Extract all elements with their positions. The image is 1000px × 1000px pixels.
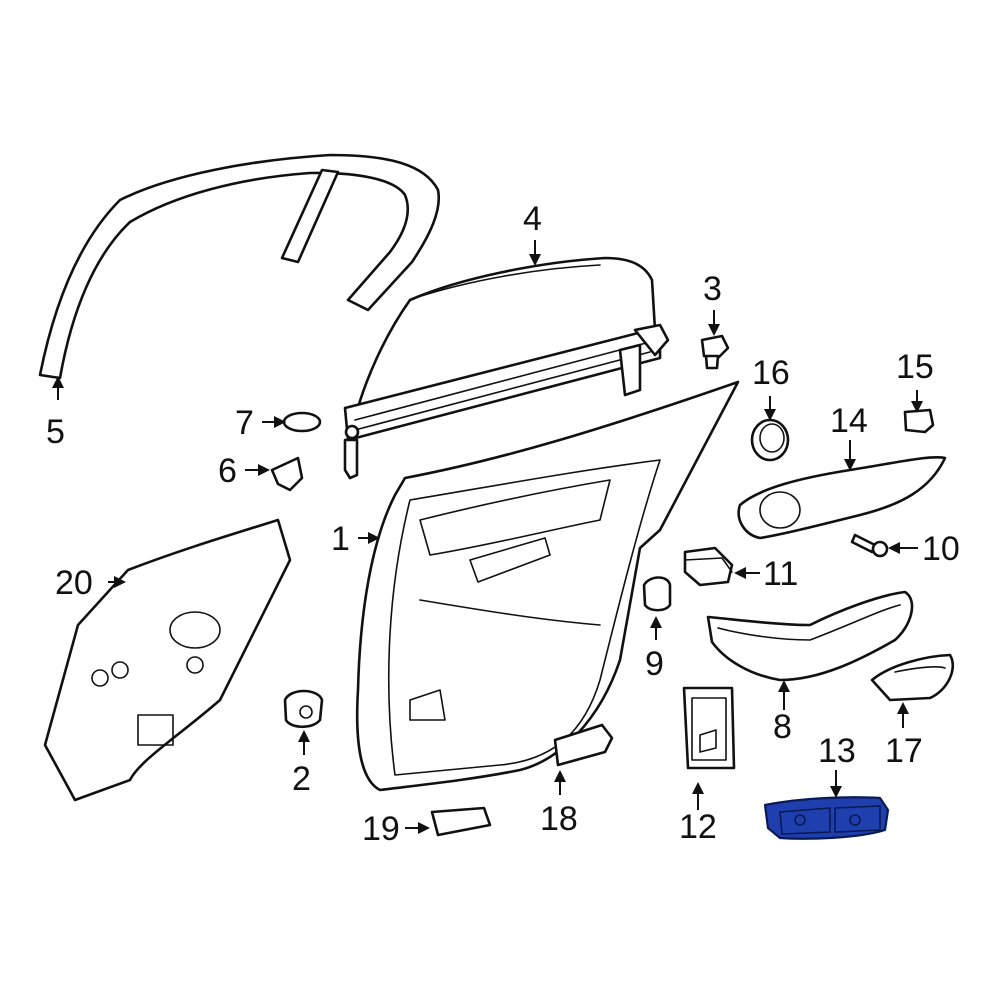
callout-15: 15	[896, 348, 934, 386]
callout-13: 13	[818, 732, 856, 770]
callout-14: 14	[830, 402, 868, 440]
part-3-clip[interactable]	[700, 334, 730, 370]
callout-1: 1	[331, 520, 350, 558]
part-16-cover-cap[interactable]	[750, 418, 790, 462]
part-17-door-handle[interactable]	[870, 653, 955, 702]
callout-9: 9	[645, 645, 664, 683]
part-18-lamp[interactable]	[553, 723, 614, 767]
callout-2: 2	[292, 760, 311, 798]
part-10-screw[interactable]	[850, 533, 889, 558]
part-8-armrest[interactable]	[706, 590, 914, 682]
part-1-door-panel[interactable]	[355, 380, 740, 792]
callout-10: 10	[922, 530, 960, 568]
callout-11: 11	[763, 555, 798, 593]
callout-18: 18	[540, 800, 578, 838]
callout-19: 19	[362, 810, 400, 848]
part-14-trim-panel[interactable]	[737, 456, 947, 540]
callout-4: 4	[523, 200, 542, 238]
callout-20: 20	[55, 564, 93, 602]
part-13-seat-switch[interactable]	[763, 796, 890, 840]
callout-7: 7	[235, 404, 254, 442]
part-4-window-glass[interactable]	[343, 256, 670, 480]
part-20-water-shield[interactable]	[43, 518, 292, 802]
callout-3: 3	[703, 270, 722, 308]
callout-12: 12	[679, 808, 717, 846]
part-12-window-switch[interactable]	[682, 686, 736, 770]
callout-17: 17	[885, 732, 923, 770]
callout-labels: 5 4 3 16 15 14 7 6 1 20 10 11 9 8 17 2 1…	[46, 200, 960, 848]
part-7-pin[interactable]	[282, 411, 322, 433]
callout-16: 16	[752, 354, 790, 392]
callout-8: 8	[773, 708, 792, 746]
part-2-grommet[interactable]	[283, 689, 324, 729]
part-15-clip[interactable]	[903, 408, 935, 434]
part-11-switch[interactable]	[683, 546, 734, 587]
part-5-frame-molding[interactable]	[38, 153, 441, 380]
callout-5: 5	[46, 413, 65, 451]
part-19-courtesy-light[interactable]	[430, 806, 492, 837]
part-6-bracket[interactable]	[270, 456, 304, 492]
callout-6: 6	[218, 452, 237, 490]
leader-lines	[52, 240, 923, 834]
part-9-grommet[interactable]	[642, 576, 672, 612]
